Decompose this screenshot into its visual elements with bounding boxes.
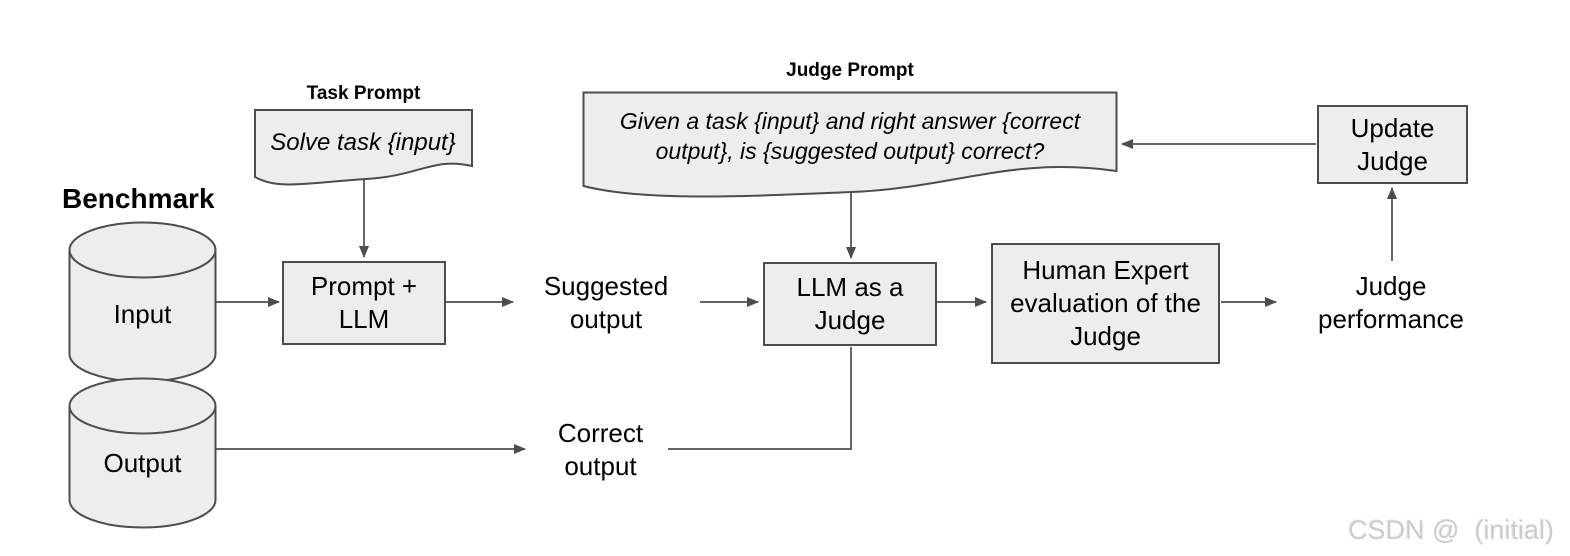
update-judge-node-label: Update Judge (1350, 112, 1435, 176)
judge-prompt-text: Given a task {input} and right answer {c… (619, 108, 1081, 164)
input-cylinder (68, 221, 217, 383)
task-prompt-title: Task Prompt (306, 83, 421, 104)
output-cylinder (68, 377, 217, 529)
llm-as-a-judge-node: LLM as a Judge (763, 262, 937, 346)
prompt-llm-node-label: Prompt + LLM (310, 271, 418, 334)
line-correct-output-to-llm-judge (668, 347, 852, 450)
judge-performance-label: Judge performance (1318, 271, 1464, 334)
update-judge-node: Update Judge (1317, 105, 1468, 184)
suggested-output-label: Suggested output (543, 271, 669, 334)
judge-prompt-document (582, 91, 1118, 198)
human-expert-evaluation-node-label: Human Expert evaluation of the Judge (1010, 255, 1201, 351)
task-prompt-document (254, 109, 473, 186)
human-expert-evaluation-node: Human Expert evaluation of the Judge (991, 243, 1220, 364)
input-cylinder-label: Input (113, 299, 172, 329)
task-prompt-text: Solve task {input} (270, 129, 456, 156)
csdn-watermark: CSDN @ (initial) (1348, 515, 1554, 545)
judge-prompt-title: Judge Prompt (786, 60, 914, 81)
correct-output-label: Correct output (557, 418, 644, 481)
prompt-llm-node: Prompt + LLM (282, 261, 446, 345)
llm-as-a-judge-node-label: LLM as a Judge (796, 272, 904, 335)
output-cylinder-label: Output (103, 448, 182, 478)
benchmark-title: Benchmark (62, 183, 215, 214)
